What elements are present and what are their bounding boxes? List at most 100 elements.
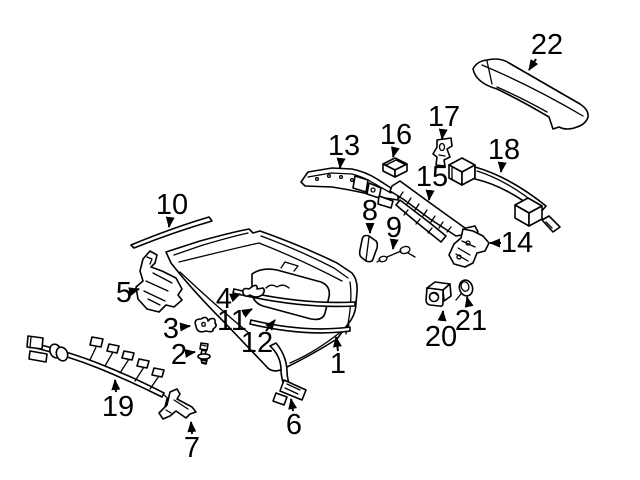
- part-20-callout[interactable]: 20: [425, 310, 457, 353]
- detail-line: [284, 383, 301, 395]
- part-1-bumper-cover-drawing: [165, 228, 358, 372]
- part-10-arrow: [165, 216, 175, 228]
- part-18-label[interactable]: 18: [488, 134, 520, 166]
- wire-loop: [399, 245, 411, 255]
- part-8-label[interactable]: 8: [362, 195, 378, 227]
- screw-flange: [197, 353, 211, 360]
- part-3-arrow: [179, 322, 191, 332]
- part-16-label[interactable]: 16: [380, 119, 412, 151]
- part-12-callout[interactable]: 12: [241, 319, 276, 359]
- detail-hole: [456, 254, 462, 260]
- part-20-label[interactable]: 20: [425, 321, 457, 353]
- part-4-label[interactable]: 4: [216, 283, 232, 315]
- detail-line: [265, 284, 290, 289]
- part-11-callout[interactable]: 11: [217, 305, 253, 337]
- part-19-callout[interactable]: 19: [102, 379, 134, 423]
- part-13-label[interactable]: 13: [328, 130, 360, 162]
- part-19-label[interactable]: 19: [102, 391, 134, 423]
- part-4-callout[interactable]: 4: [216, 283, 241, 315]
- part-17-label[interactable]: 17: [428, 101, 460, 133]
- part-18-callout[interactable]: 18: [488, 134, 520, 173]
- part-13-rail-drawing: [300, 167, 399, 209]
- part-21-callout[interactable]: 21: [455, 296, 487, 337]
- part-15-callout[interactable]: 15: [416, 161, 448, 201]
- clip-outline: [242, 284, 266, 298]
- part-3-callout[interactable]: 3: [163, 313, 191, 345]
- part-7-callout[interactable]: 7: [184, 421, 200, 464]
- part-21-label[interactable]: 21: [455, 305, 487, 337]
- detail-line: [545, 221, 553, 229]
- part-10-callout[interactable]: 10: [156, 189, 188, 228]
- rail-bracket: [352, 175, 369, 193]
- part-6-label[interactable]: 6: [286, 409, 302, 441]
- detail-hole: [465, 240, 471, 246]
- part-8-callout[interactable]: 8: [362, 195, 378, 234]
- harness-branch: [134, 366, 145, 382]
- detail-line: [29, 336, 32, 349]
- part-6-arrow: [288, 398, 298, 412]
- part-22-arrow: [528, 58, 539, 71]
- detail-line: [386, 250, 402, 258]
- part-5-arrow: [128, 287, 140, 297]
- part-3-label[interactable]: 3: [163, 313, 179, 345]
- part-2-arrow: [184, 348, 196, 358]
- pad-side: [394, 163, 408, 178]
- part-14-callout[interactable]: 14: [489, 227, 533, 259]
- detail-line: [438, 154, 446, 157]
- detail-line: [455, 293, 462, 301]
- harness-connector: [121, 350, 135, 361]
- harness-branch: [149, 375, 160, 390]
- part-6-callout[interactable]: 6: [286, 398, 302, 441]
- part-6-bracket-drawing: [269, 342, 307, 406]
- part-2-label[interactable]: 2: [171, 339, 187, 371]
- part-22-callout[interactable]: 22: [528, 29, 563, 71]
- part-22-spoiler-drawing: [472, 58, 589, 130]
- part-1-callout[interactable]: 1: [330, 336, 346, 380]
- part-15-reinforcement-drawing: [389, 180, 468, 243]
- part-1-label[interactable]: 1: [330, 348, 346, 380]
- part-9-label[interactable]: 9: [386, 212, 402, 244]
- part-21-arrow: [464, 296, 474, 308]
- part-7-label[interactable]: 7: [184, 432, 200, 464]
- detail-hole: [314, 176, 320, 182]
- harness-connector: [151, 367, 165, 378]
- detail-line: [486, 60, 493, 85]
- detail-hole: [370, 187, 376, 193]
- bracket-foot: [279, 379, 307, 401]
- part-5-bracket-drawing: [135, 250, 183, 313]
- detail-hole: [338, 174, 344, 180]
- part-15-label[interactable]: 15: [416, 161, 448, 193]
- detail-line: [385, 159, 405, 166]
- part-16-callout[interactable]: 16: [380, 119, 412, 158]
- part-21-grommet-drawing: [455, 279, 474, 301]
- wire-loop: [378, 255, 388, 263]
- harness-connector: [26, 335, 44, 350]
- part-2-callout[interactable]: 2: [171, 339, 196, 371]
- part-14-label[interactable]: 14: [501, 227, 533, 259]
- detail-hole: [349, 177, 355, 183]
- part-1-arrow: [332, 336, 342, 352]
- part-22-label[interactable]: 22: [531, 29, 563, 61]
- part-5-callout[interactable]: 5: [116, 277, 140, 309]
- detail-line: [146, 256, 153, 265]
- grommet-inner: [460, 281, 470, 292]
- part-9-callout[interactable]: 9: [386, 212, 402, 250]
- harness-connector: [106, 343, 120, 354]
- detail-line: [179, 271, 251, 335]
- harness-branch: [104, 351, 114, 367]
- part-17-callout[interactable]: 17: [428, 101, 460, 140]
- part-10-strip-drawing: [130, 216, 213, 249]
- grommet-outer: [458, 279, 474, 297]
- bracket-tab: [272, 392, 288, 406]
- part-13-callout[interactable]: 13: [328, 130, 360, 169]
- part-11-label[interactable]: 11: [217, 305, 247, 337]
- part-12-label[interactable]: 12: [241, 327, 273, 359]
- part-7-arrow: [187, 421, 197, 435]
- part-9-wire-clip-drawing: [376, 245, 416, 263]
- part-5-label[interactable]: 5: [116, 277, 132, 309]
- rail-tab: [377, 195, 394, 209]
- bar-end-box: [528, 205, 543, 227]
- detail-line: [280, 261, 299, 272]
- bracket-outline: [135, 250, 183, 313]
- part-10-label[interactable]: 10: [156, 189, 188, 221]
